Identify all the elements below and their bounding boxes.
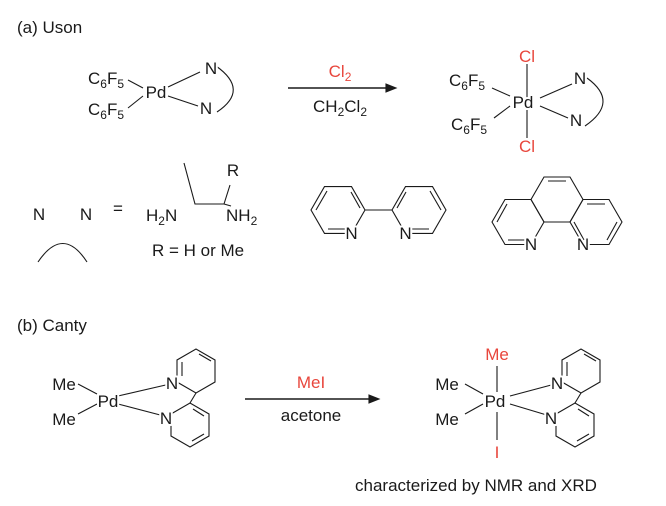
n-label: N bbox=[525, 235, 537, 254]
diamine-backbone bbox=[183, 162, 231, 205]
n-label: N bbox=[200, 99, 212, 118]
me-label: Me bbox=[52, 375, 76, 394]
bond bbox=[167, 71, 201, 88]
bond bbox=[167, 95, 199, 107]
double-bond bbox=[577, 408, 590, 417]
c6f5-label: C6F5 bbox=[451, 115, 487, 137]
arrowhead bbox=[385, 83, 398, 93]
bond bbox=[77, 383, 98, 395]
reactant-b: Me Me Pd N N bbox=[50, 348, 216, 448]
double-bond bbox=[576, 433, 590, 442]
ligand-legend: N N = R H2N NH2 R = H or Me N N bbox=[31, 159, 623, 263]
n-label: N bbox=[166, 374, 178, 393]
bond bbox=[127, 95, 144, 109]
bond bbox=[464, 383, 484, 395]
arrowhead bbox=[368, 394, 381, 404]
double-bond bbox=[396, 191, 407, 209]
c6f5-label: C6F5 bbox=[88, 69, 124, 91]
pyridine-ring bbox=[561, 348, 601, 394]
bond bbox=[509, 383, 556, 397]
reactant-a: C6F5 C6F5 Pd N N bbox=[86, 57, 234, 124]
pd-label: Pd bbox=[146, 83, 167, 102]
bond bbox=[539, 105, 569, 119]
bond bbox=[493, 105, 511, 119]
panel-a-label: (a) Uson bbox=[17, 18, 82, 37]
pyridine-ring bbox=[569, 198, 623, 246]
double-bond bbox=[350, 191, 361, 209]
bond bbox=[491, 87, 511, 97]
n-label: N bbox=[545, 409, 557, 428]
double-bond bbox=[496, 203, 508, 223]
product-b: Me I Me Me Pd N N bbox=[433, 343, 601, 464]
cl-axial-top: Cl bbox=[519, 47, 535, 66]
equals-sign: = bbox=[113, 199, 123, 218]
double-bond bbox=[573, 221, 585, 241]
bond bbox=[127, 79, 144, 89]
product-a: Cl Cl C6F5 C6F5 Pd N N bbox=[447, 45, 604, 158]
pd-label: Pd bbox=[98, 392, 119, 411]
chelate-arc bbox=[215, 65, 234, 113]
chelate-arc bbox=[37, 243, 88, 263]
n-label: N bbox=[551, 374, 563, 393]
double-bond bbox=[192, 408, 205, 417]
bond bbox=[117, 383, 171, 397]
reagent-mei: MeI bbox=[297, 373, 325, 392]
n-label: N bbox=[80, 205, 92, 224]
n-label: N bbox=[345, 224, 357, 243]
n-label: N bbox=[577, 235, 589, 254]
pd-label: Pd bbox=[485, 392, 506, 411]
bond bbox=[77, 403, 98, 415]
n-label: N bbox=[574, 69, 586, 88]
chelate-arc bbox=[584, 77, 604, 127]
h2n-label: H2N bbox=[146, 206, 177, 228]
double-bond bbox=[191, 433, 205, 442]
nh2-label: NH2 bbox=[226, 206, 258, 228]
n-label: N bbox=[399, 224, 411, 243]
bond bbox=[223, 203, 232, 207]
pyridine-ring bbox=[170, 402, 210, 448]
reagent-cl2: Cl2 bbox=[329, 62, 352, 84]
bond bbox=[117, 403, 165, 417]
double-bond bbox=[429, 190, 442, 211]
r-definition: R = H or Me bbox=[152, 241, 244, 260]
me-label: Me bbox=[52, 410, 76, 429]
i-axial-bottom: I bbox=[495, 443, 500, 462]
arrow-b: MeI acetone bbox=[245, 371, 381, 427]
bond bbox=[539, 83, 573, 99]
pyridine-ring bbox=[310, 186, 366, 234]
c6f5-label: C6F5 bbox=[88, 100, 124, 122]
arrow-a: Cl2 CH2Cl2 bbox=[288, 60, 398, 121]
bipyridine-structure: N N bbox=[310, 186, 447, 245]
characterization-note: characterized by NMR and XRD bbox=[355, 476, 597, 495]
phenanthroline-structure: N N bbox=[491, 176, 623, 256]
solvent-ch2cl2: CH2Cl2 bbox=[313, 97, 367, 119]
solvent-acetone: acetone bbox=[281, 406, 342, 425]
double-bond bbox=[198, 353, 212, 362]
n-label: N bbox=[570, 111, 582, 130]
n-label: N bbox=[205, 59, 217, 78]
r-label: R bbox=[227, 161, 239, 180]
pyridine-ring bbox=[176, 348, 216, 394]
bond bbox=[574, 392, 582, 404]
double-bond bbox=[606, 221, 618, 241]
pyridine-ring bbox=[555, 402, 595, 448]
bond bbox=[464, 403, 484, 415]
n-label: N bbox=[160, 409, 172, 428]
bond bbox=[189, 392, 197, 404]
cl-axial-bottom: Cl bbox=[519, 137, 535, 156]
central-ring bbox=[530, 176, 584, 223]
bond bbox=[509, 403, 551, 417]
c6f5-label: C6F5 bbox=[449, 71, 485, 93]
n-label: N bbox=[33, 205, 45, 224]
double-bond bbox=[315, 190, 328, 211]
me-axial-top: Me bbox=[485, 345, 509, 364]
pd-label: Pd bbox=[513, 93, 534, 112]
me-label: Me bbox=[435, 375, 459, 394]
panel-b-label: (b) Canty bbox=[17, 316, 87, 335]
double-bond bbox=[583, 353, 597, 362]
me-label: Me bbox=[435, 410, 459, 429]
